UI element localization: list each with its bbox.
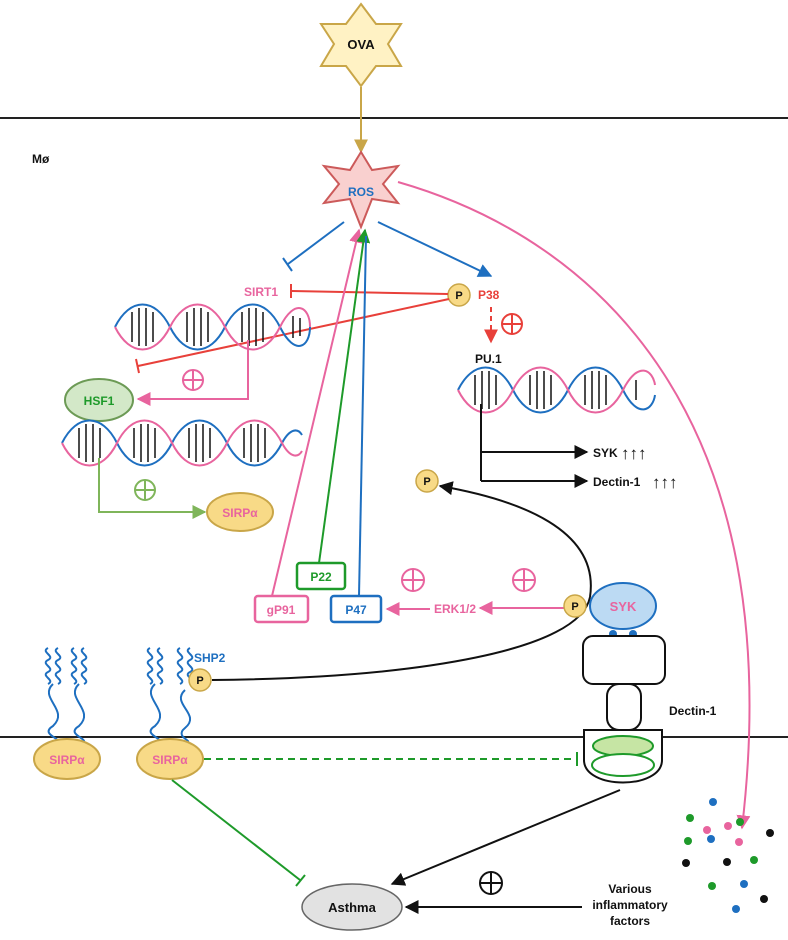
ros-label: ROS <box>348 185 374 199</box>
sirpa-cytoplasm-label: SIRPα <box>222 506 258 520</box>
arrow-hsf1gene-sirpa <box>98 458 207 519</box>
sirpa-membrane-right-node: SIRPα <box>136 738 204 780</box>
phospho-label: P <box>423 476 430 488</box>
dna-sirpa <box>61 419 303 467</box>
macrophage-label: Mø <box>32 152 50 166</box>
dna-pu1 <box>457 366 656 414</box>
inhibit-ros-sirt1 <box>287 221 345 265</box>
dectin1-gene-label: Dectin-1 <box>593 475 641 489</box>
asthma-label: Asthma <box>328 900 376 915</box>
ova-label: OVA <box>347 37 375 52</box>
sirpa-membrane-left-label: SIRPα <box>49 753 85 767</box>
arrow-syk-phospho <box>438 481 592 598</box>
dectin1-up-arrows: ↑↑↑ <box>652 473 678 492</box>
ros-node: ROS <box>321 150 401 230</box>
plus-hsf1-sirpa <box>134 479 156 501</box>
plus-sirt1-hsf1 <box>182 369 204 391</box>
inflammatory-label-3: factors <box>610 914 650 928</box>
inhibit-p38-sirt1 <box>291 290 449 295</box>
sirpa-cytoplasm-node: SIRPα <box>206 492 274 532</box>
sirt1-label: SIRT1 <box>244 285 278 299</box>
sirpa-receptor-right <box>146 647 194 743</box>
p38-label: P38 <box>478 288 500 302</box>
syk-phospho: P <box>563 594 587 618</box>
arrow-p47-ros <box>358 235 367 597</box>
syk-protein-label: SYK <box>610 599 637 614</box>
phospho-label: P <box>455 290 462 302</box>
p38-node: P P38 <box>447 283 500 307</box>
inhibit-bar-p38-hsf1 <box>135 358 140 374</box>
syk-up-arrows: ↑↑↑ <box>621 444 647 463</box>
hsf1-label: HSF1 <box>84 394 115 408</box>
phospho-label: P <box>571 601 578 613</box>
dna-sirt1 <box>114 303 311 351</box>
inhibit-bar-ros-sirt1 <box>282 257 293 272</box>
syk-phospho-free: P <box>415 469 439 493</box>
dectin1-receptor <box>582 635 666 784</box>
inflammatory-factor-dots <box>682 798 774 913</box>
inhibit-sirpa-asthma <box>171 779 301 881</box>
inhibit-bar-sirpa-asthma <box>295 874 306 887</box>
plus-p38-pu1 <box>501 313 523 335</box>
shp2-phospho: P <box>188 668 212 692</box>
dectin1-receptor-label: Dectin-1 <box>669 704 717 718</box>
arrow-ros-p38 <box>377 221 493 277</box>
plus-syk-erk <box>512 568 536 592</box>
inflammatory-label-2: inflammatory <box>592 898 668 912</box>
hsf1-node: HSF1 <box>64 378 134 422</box>
arrow-sirt1-hsf1 <box>136 340 249 406</box>
syk-gene-label: SYK <box>593 446 618 460</box>
p47-label: P47 <box>345 603 367 617</box>
inflammatory-label-1: Various <box>608 882 652 896</box>
gp91-label: gP91 <box>267 603 296 617</box>
arrow-ros-inflammatory <box>397 181 751 830</box>
plus-erk-p47 <box>401 568 425 592</box>
p47-node: P47 <box>329 594 383 624</box>
erk12-label: ERK1/2 <box>434 602 476 616</box>
asthma-node: Asthma <box>301 883 403 931</box>
sirpa-membrane-right-label: SIRPα <box>152 753 188 767</box>
sirpa-membrane-left-node: SIRPα <box>33 738 101 780</box>
sirpa-receptor-left <box>44 647 88 743</box>
arrow-p22-ros <box>318 228 371 564</box>
plus-inflammatory-asthma <box>479 871 503 895</box>
p22-label: P22 <box>310 570 332 584</box>
shp2-label: SHP2 <box>194 651 226 665</box>
gp91-node: gP91 <box>253 594 310 624</box>
pu1-label: PU.1 <box>475 352 502 366</box>
arrow-dectin1-asthma <box>390 789 621 886</box>
p22-node: P22 <box>295 561 347 591</box>
ova-node: OVA <box>319 2 403 88</box>
p38-phospho <box>447 283 471 307</box>
syk-protein-node: SYK <box>589 582 657 638</box>
phospho-label: P <box>196 675 203 687</box>
arrow-gp91-ros <box>271 228 363 597</box>
